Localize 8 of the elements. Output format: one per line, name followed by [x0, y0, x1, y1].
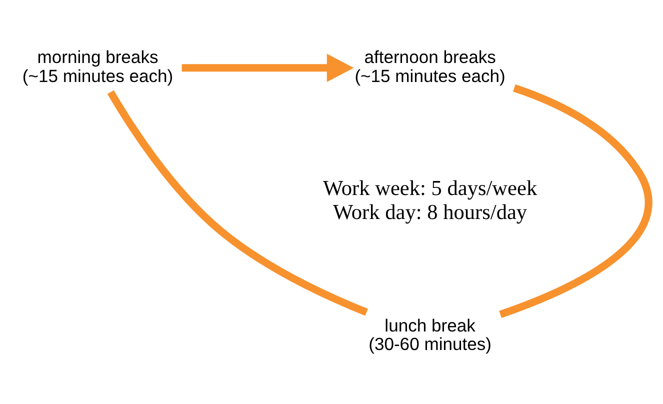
- connector: [499, 84, 652, 318]
- connector: [107, 90, 368, 316]
- arrow: [182, 54, 354, 82]
- node-text: afternoon breaks (~15 minutes each): [354, 47, 506, 86]
- node-text: lunch break (30-60 minutes): [368, 315, 492, 354]
- label: Work day: 8 hours/day: [333, 200, 528, 224]
- node-text: morning breaks (~15 minutes each): [22, 47, 174, 86]
- label: Work week: 5 days/week: [322, 176, 538, 200]
